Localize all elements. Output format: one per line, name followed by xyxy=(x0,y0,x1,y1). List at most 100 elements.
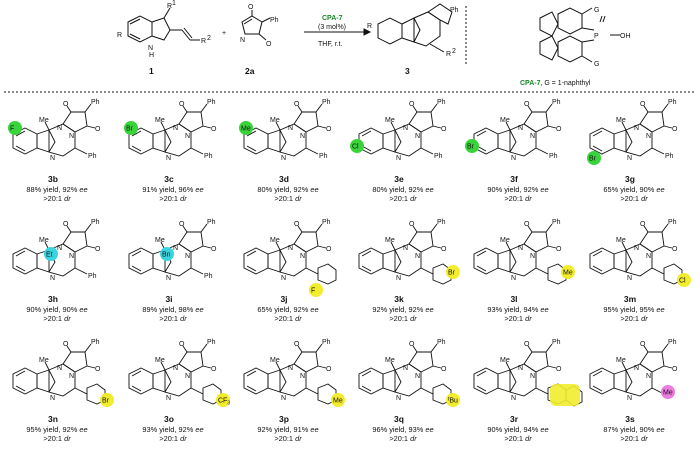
atom-aryl: Ph xyxy=(88,153,97,160)
compound-skeleton xyxy=(243,103,327,157)
compound-id: 3n xyxy=(48,414,58,424)
atom-O: O xyxy=(63,101,69,108)
atom-O: O xyxy=(524,221,530,228)
diastereomeric-ratio: >20:1 dr xyxy=(504,314,532,323)
yield-ee: 90% yield, 92% ee xyxy=(487,185,548,194)
catalyst-atom-G-top: G xyxy=(594,7,599,14)
atom-Ph: Ph xyxy=(668,339,677,346)
compound-skeleton xyxy=(12,223,96,277)
substituent-label: Br xyxy=(102,398,110,405)
diastereomeric-ratio: >20:1 dr xyxy=(620,434,648,443)
yield-ee: 95% yield, 95% ee xyxy=(603,305,664,314)
compound-skeleton xyxy=(243,343,337,405)
atom-N: N xyxy=(396,275,401,282)
atom-Ph: Ph xyxy=(91,99,100,106)
atom-Ph: Ph xyxy=(322,99,331,106)
atom-O: O xyxy=(211,246,217,253)
atom-O: O xyxy=(672,246,678,253)
substituent-highlight xyxy=(465,139,479,153)
atom-Ph: Ph xyxy=(207,339,216,346)
atom-N: N xyxy=(403,125,408,132)
yield-ee: 90% yield, 94% ee xyxy=(487,425,548,434)
atom-N: N xyxy=(173,365,178,372)
atom-Me: Me xyxy=(385,357,395,364)
atom-NH-N: N xyxy=(148,45,153,52)
yield-ee: 65% yield, 90% ee xyxy=(603,185,664,194)
atom-N: N xyxy=(396,155,401,162)
atom-R1-sup: 1 xyxy=(172,0,176,7)
atom-N: N xyxy=(646,133,651,140)
compound-skeleton xyxy=(473,343,583,407)
atom-Ph: Ph xyxy=(322,339,331,346)
substituent-highlight xyxy=(446,393,460,407)
atom-N: N xyxy=(166,155,171,162)
atom-N: N xyxy=(166,395,171,402)
substituent-label: CF3 xyxy=(218,398,230,407)
substituent-highlight xyxy=(309,283,323,297)
plus-sign: + xyxy=(222,30,226,37)
atom-N: N xyxy=(69,133,74,140)
diastereomeric-ratio: >20:1 dr xyxy=(43,314,71,323)
yield-ee: 91% yield, 96% ee xyxy=(142,185,203,194)
atom-N: N xyxy=(403,245,408,252)
compound-skeleton xyxy=(358,343,452,405)
atom-O: O xyxy=(409,221,415,228)
atom-N: N xyxy=(634,365,639,372)
reactant-2a-structure xyxy=(241,10,271,41)
atom-N: N xyxy=(300,133,305,140)
atom-O: O xyxy=(672,126,678,133)
atom-O: O xyxy=(556,126,562,133)
compound-skeleton xyxy=(12,343,106,405)
substituent-highlight xyxy=(331,393,345,407)
atom-O: O xyxy=(441,246,447,253)
atom-N: N xyxy=(288,245,293,252)
compound-id: 3q xyxy=(394,414,404,424)
atom-aryl: Ph xyxy=(204,153,213,160)
catalyst-atom-G-bottom: G xyxy=(594,61,599,68)
atom-Ph: Ph xyxy=(437,219,446,226)
catalyst-caption: CPA-7, G = 1-naphthyl xyxy=(520,80,591,87)
substituent-label: Me xyxy=(241,126,251,133)
diastereomeric-ratio: >20:1 dr xyxy=(43,194,71,203)
diastereomeric-ratio: >20:1 dr xyxy=(504,434,532,443)
yield-ee: 96% yield, 93% ee xyxy=(372,425,433,434)
atom-R1: R xyxy=(167,3,172,10)
atom-N: N xyxy=(518,125,523,132)
atom-N: N xyxy=(173,125,178,132)
atom-N: N xyxy=(646,373,651,380)
atom-O: O xyxy=(95,126,101,133)
substituent-label: Bn xyxy=(162,252,171,259)
product-3-label: 3 xyxy=(405,66,410,76)
atom-Me: Me xyxy=(155,237,165,244)
atom-N: N xyxy=(185,133,190,140)
atom-R: R xyxy=(117,32,122,39)
diastereomeric-ratio: >20:1 dr xyxy=(159,194,187,203)
substituent-highlight xyxy=(350,139,364,153)
diastereomeric-ratio: >20:1 dr xyxy=(620,314,648,323)
compound-id: 3k xyxy=(394,294,404,304)
substituent-highlight xyxy=(550,384,580,406)
compound-id: 3p xyxy=(279,414,289,424)
atom-N: N xyxy=(185,373,190,380)
yield-ee: 93% yield, 94% ee xyxy=(487,305,548,314)
atom-O: O xyxy=(326,246,332,253)
compound-skeleton xyxy=(128,103,212,157)
compound-skeleton xyxy=(473,103,557,157)
atom-N: N xyxy=(69,373,74,380)
atom-N: N xyxy=(627,155,632,162)
atom-Me: Me xyxy=(39,237,49,244)
atom-O: O xyxy=(524,341,530,348)
atom-N: N xyxy=(69,253,74,260)
atom-Me: Me xyxy=(385,117,395,124)
substituent-highlight xyxy=(160,247,174,261)
atom-Me: Me xyxy=(155,117,165,124)
